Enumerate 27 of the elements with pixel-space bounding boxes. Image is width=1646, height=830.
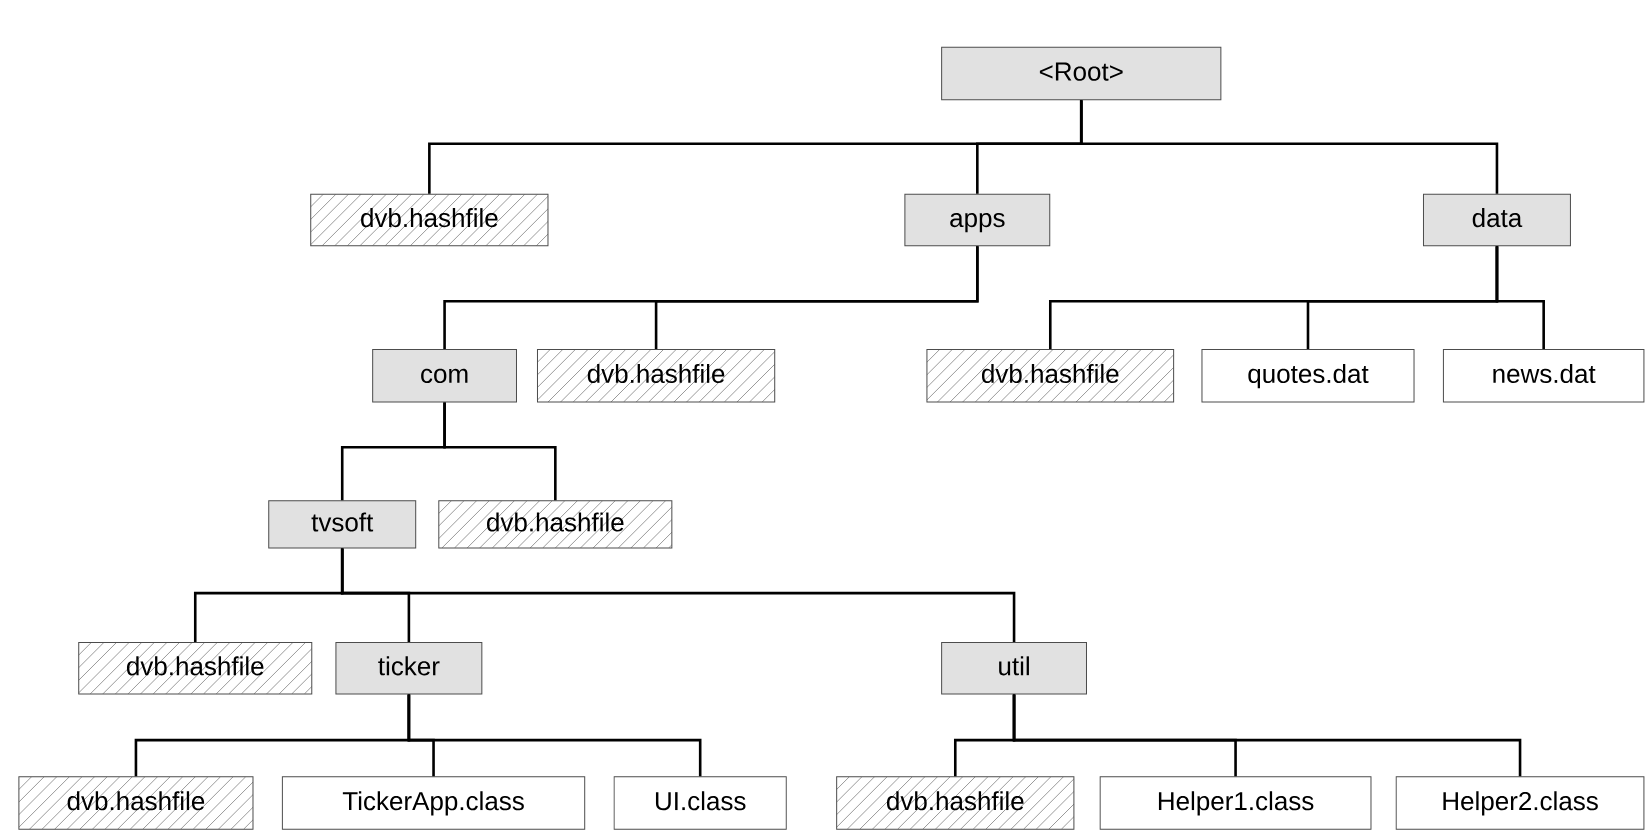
file-box: quotes.dat bbox=[1201, 349, 1415, 403]
hatched-box: dvb.hashfile bbox=[78, 641, 313, 695]
connector bbox=[1079, 100, 1499, 194]
hatched-box: dvb.hashfile bbox=[310, 193, 549, 247]
connector bbox=[340, 548, 1016, 642]
folder-box: ticker bbox=[335, 641, 483, 695]
hatched-box: dvb.hashfile bbox=[836, 776, 1075, 830]
file-box: TickerApp.class bbox=[281, 776, 586, 830]
file-box: Helper2.class bbox=[1395, 776, 1645, 830]
connector bbox=[407, 694, 702, 777]
connector bbox=[1012, 694, 1522, 777]
folder-box: apps bbox=[904, 193, 1051, 247]
connector bbox=[1495, 246, 1545, 350]
folder-box: data bbox=[1423, 193, 1571, 247]
folder-box: util bbox=[941, 641, 1087, 695]
file-box: news.dat bbox=[1442, 349, 1645, 403]
hatched-box: dvb.hashfile bbox=[438, 500, 673, 549]
folder-box: com bbox=[372, 349, 517, 403]
connector bbox=[654, 246, 979, 350]
file-box: Helper1.class bbox=[1099, 776, 1372, 830]
file-box: UI.class bbox=[613, 776, 787, 830]
folder-box: tvsoft bbox=[268, 500, 417, 549]
hatched-box: dvb.hashfile bbox=[18, 776, 254, 830]
connector bbox=[443, 402, 557, 501]
hatched-box: dvb.hashfile bbox=[537, 349, 776, 403]
hatched-box: dvb.hashfile bbox=[926, 349, 1175, 403]
folder-box: <Root> bbox=[941, 46, 1222, 101]
